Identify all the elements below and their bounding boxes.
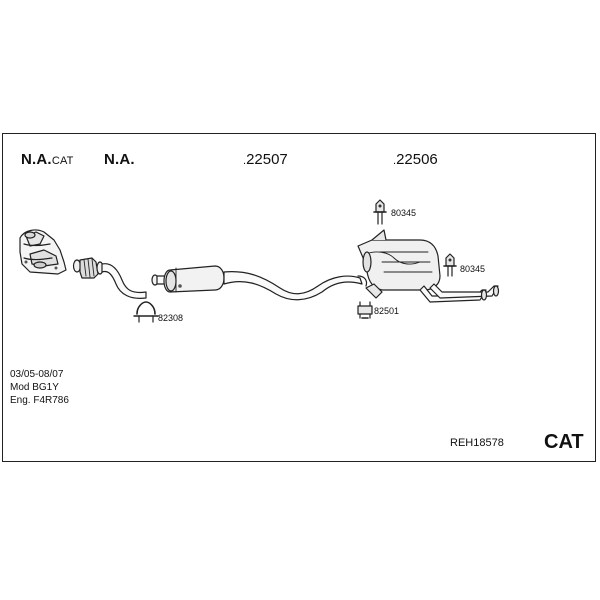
bracket-icon bbox=[357, 301, 373, 319]
hanger-icon-top bbox=[373, 199, 387, 225]
header-col1-sub: CAT bbox=[51, 155, 74, 167]
vehicle-model: Mod BG1Y bbox=[10, 382, 59, 393]
catalytic-converter bbox=[19, 229, 67, 275]
part-number-22507: .22507 bbox=[243, 151, 288, 168]
code-clamp-front: 82308 bbox=[158, 313, 184, 323]
cat-badge: CAT bbox=[544, 431, 584, 453]
hanger-icon-rear bbox=[443, 253, 457, 277]
vehicle-engine: Eng. F4R786 bbox=[10, 395, 69, 406]
rear-silencer bbox=[357, 229, 500, 303]
header-col2: N.A. bbox=[104, 151, 135, 168]
header-col1-main: N.A. bbox=[21, 151, 52, 168]
code-hanger-rear: 80345 bbox=[460, 264, 486, 274]
middle-silencer bbox=[151, 265, 368, 301]
clamp-icon bbox=[133, 301, 159, 323]
part-number-22506: .22506 bbox=[393, 151, 438, 168]
header-col1: N.A.CAT bbox=[21, 151, 74, 168]
code-bracket-mid: 82501 bbox=[374, 306, 400, 316]
vehicle-dates: 03/05-08/07 bbox=[10, 369, 64, 380]
diagram-frame bbox=[2, 133, 596, 462]
reference-number: REH18578 bbox=[450, 437, 504, 449]
front-pipe bbox=[72, 257, 147, 299]
code-hanger-top: 80345 bbox=[391, 208, 417, 218]
